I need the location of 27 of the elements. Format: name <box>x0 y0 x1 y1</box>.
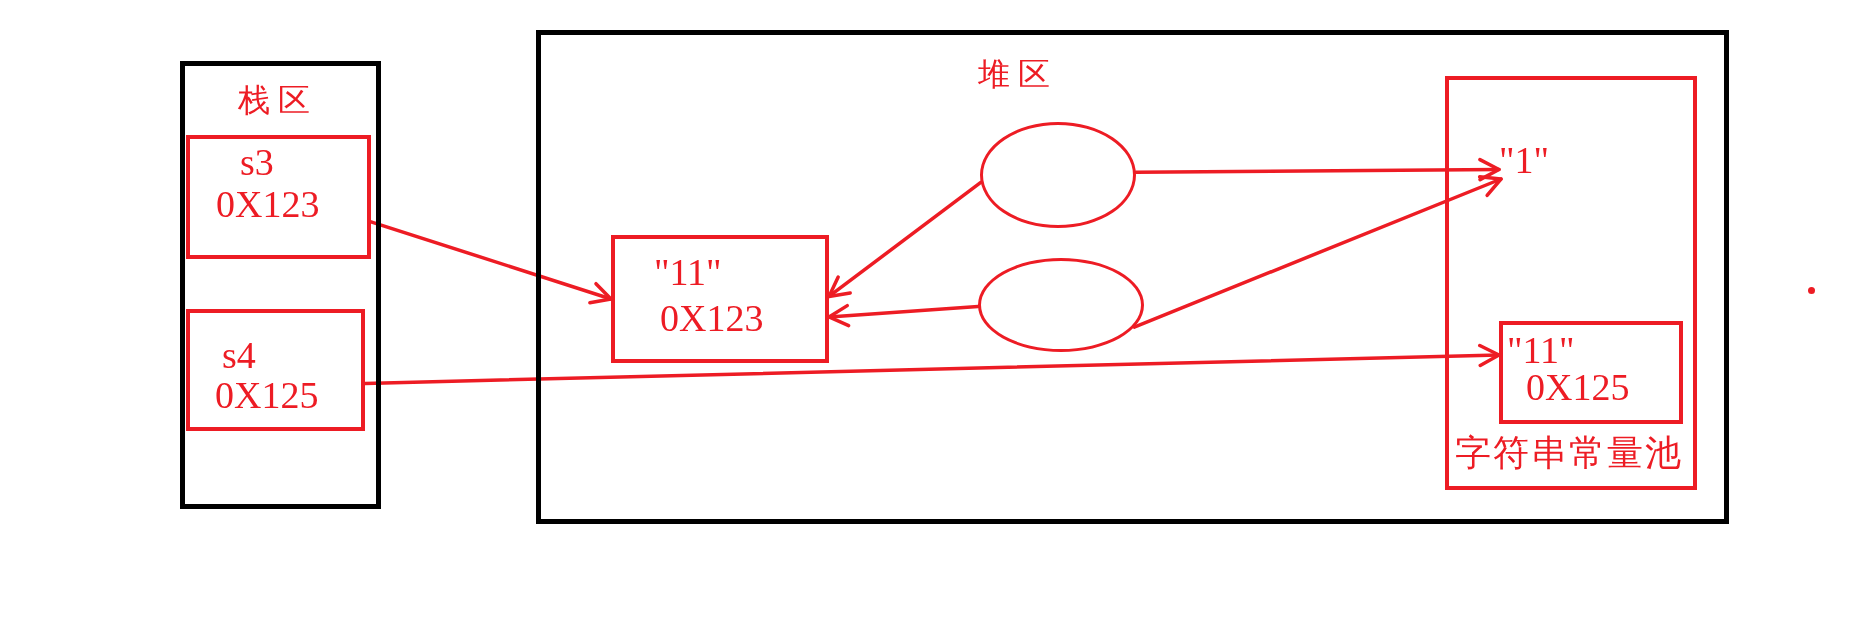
region-box <box>180 61 381 509</box>
pool-box <box>1445 76 1697 490</box>
ellipse <box>980 122 1136 228</box>
string-value: "11" <box>654 253 722 291</box>
object-box <box>611 235 829 363</box>
region-box <box>536 30 1729 524</box>
variable-name: s4 <box>222 336 256 374</box>
address-text: 0X125 <box>215 376 319 414</box>
arrow <box>827 180 983 299</box>
object-box <box>1499 321 1683 424</box>
arrow <box>1134 157 1501 182</box>
region-label: 栈区 <box>238 82 318 118</box>
ellipse <box>978 258 1144 352</box>
variable-box <box>186 135 371 259</box>
string-value: "11" <box>1507 331 1575 369</box>
region-label: 堆区 <box>978 56 1058 92</box>
variable-box <box>186 309 365 431</box>
arrow <box>1132 175 1503 329</box>
region-label: 字符串常量池 <box>1455 433 1683 473</box>
address-text: 0X125 <box>1526 368 1630 406</box>
arrow <box>363 343 1501 386</box>
address-text: 0X123 <box>216 185 320 223</box>
variable-name: s3 <box>240 143 274 181</box>
string-value: "1" <box>1499 141 1550 179</box>
arrow <box>369 220 613 305</box>
arrow <box>827 303 980 328</box>
address-text: 0X123 <box>660 299 764 337</box>
